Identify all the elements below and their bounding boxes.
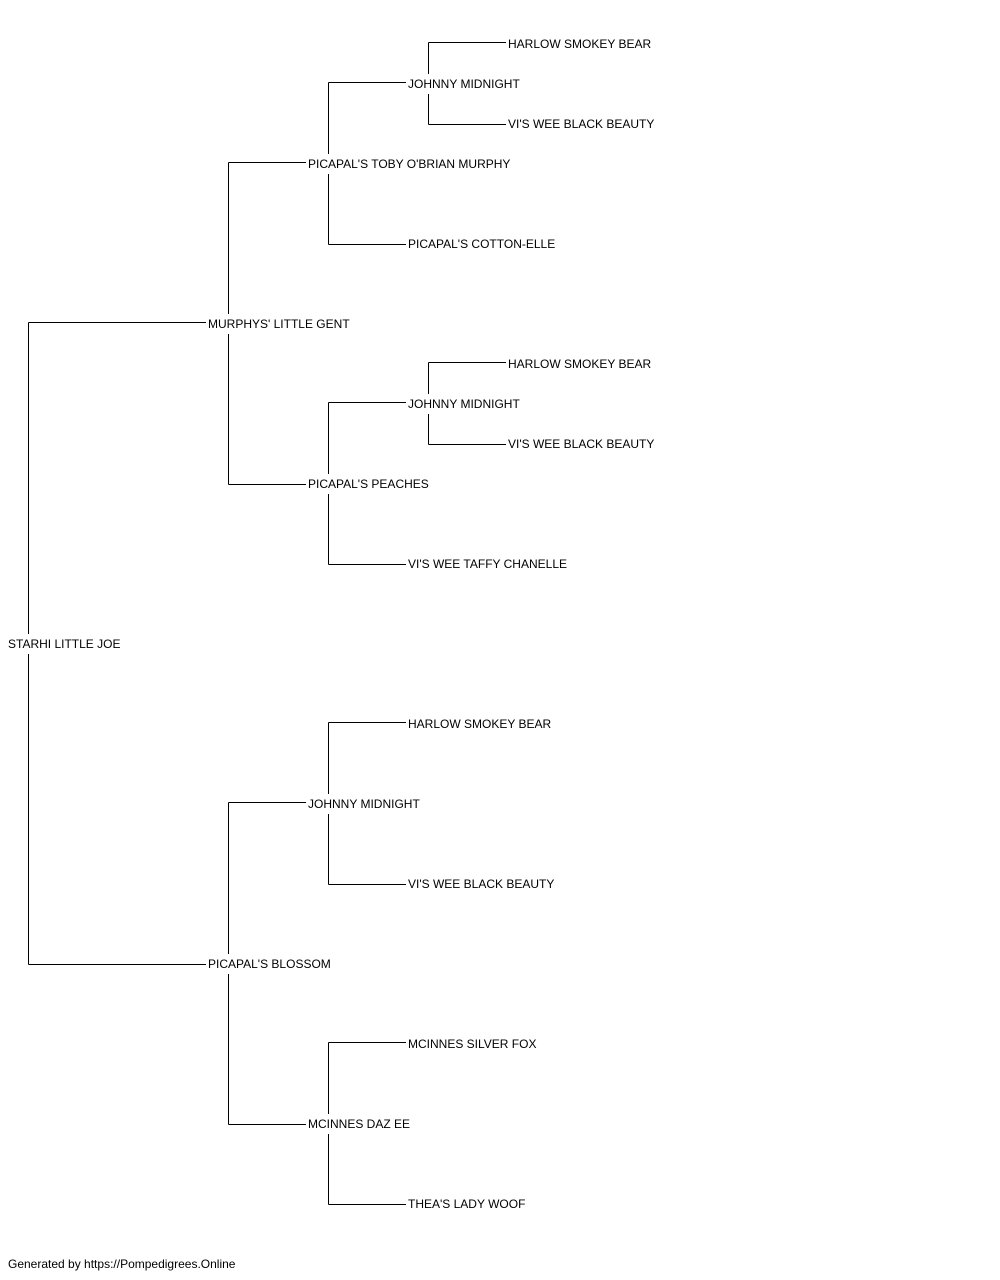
pedigree-node-dam-dam: MCINNES DAZ EE (308, 1117, 411, 1131)
pedigree-node-sire-dam-sire: JOHNNY MIDNIGHT (408, 397, 520, 411)
pedigree-node-sire-sire-dam: PICAPAL'S COTTON-ELLE (408, 237, 556, 251)
pedigree-node-sire-dam-sire-dam: VI'S WEE BLACK BEAUTY (508, 437, 655, 451)
pedigree-node-sire-dam: PICAPAL'S PEACHES (308, 477, 429, 491)
pedigree-node-sire-sire-sire-sire: HARLOW SMOKEY BEAR (508, 37, 652, 51)
pedigree-node-dam-sire-sire: HARLOW SMOKEY BEAR (408, 717, 552, 731)
generated-by-footer: Generated by https://Pompedigrees.Online (8, 1257, 236, 1271)
pedigree-node-dam-dam-dam: THEA'S LADY WOOF (408, 1197, 526, 1211)
pedigree-node-sire-sire: PICAPAL'S TOBY O'BRIAN MURPHY (308, 157, 511, 171)
pedigree-node-sire-sire-sire-dam: VI'S WEE BLACK BEAUTY (508, 117, 655, 131)
pedigree-node-sire: MURPHYS' LITTLE GENT (208, 317, 350, 331)
pedigree-node-sire-dam-dam: VI'S WEE TAFFY CHANELLE (408, 557, 567, 571)
pedigree-node-dam-sire: JOHNNY MIDNIGHT (308, 797, 420, 811)
pedigree-node-sire-dam-sire-sire: HARLOW SMOKEY BEAR (508, 357, 652, 371)
pedigree-node-dam: PICAPAL'S BLOSSOM (208, 957, 331, 971)
pedigree-node-dam-dam-sire: MCINNES SILVER FOX (408, 1037, 537, 1051)
pedigree-node-dam-sire-dam: VI'S WEE BLACK BEAUTY (408, 877, 555, 891)
pedigree-node-subject: STARHI LITTLE JOE (8, 637, 121, 651)
pedigree-node-sire-sire-sire: JOHNNY MIDNIGHT (408, 77, 520, 91)
